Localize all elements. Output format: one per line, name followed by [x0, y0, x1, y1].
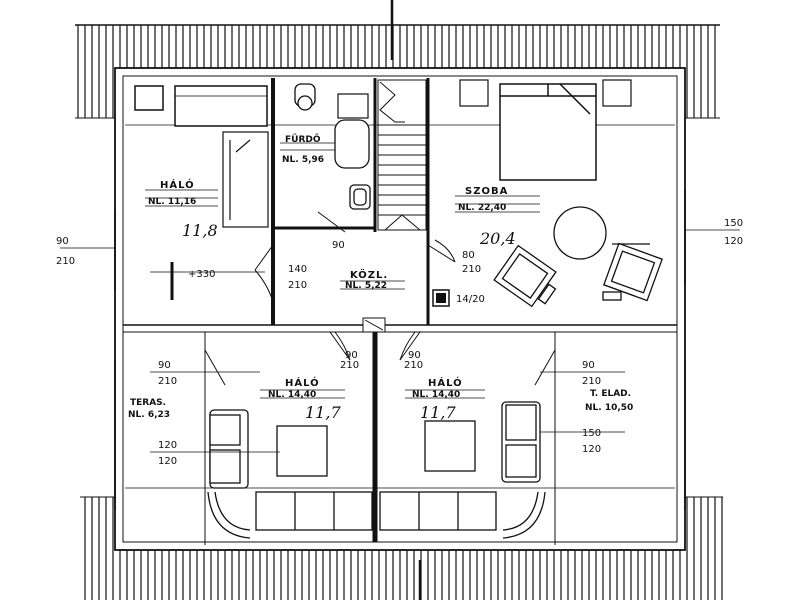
dim-szoba-door-top: 80 — [462, 250, 475, 261]
outer-wall-inner — [122, 75, 678, 543]
dim-right-edge-bottom: 120 — [724, 236, 743, 247]
table-and-armchairs — [493, 206, 663, 308]
room-name-halo-se: HÁLÓ — [428, 376, 463, 389]
dim-sw-window2-bottom: 120 — [158, 456, 177, 467]
dim-left-edge-top: 90 — [56, 236, 69, 247]
room-area-szoba: NL. 22,40 — [458, 203, 506, 213]
dim-door-top: 90 — [332, 240, 345, 251]
nw-furniture — [222, 131, 269, 228]
interior-walls — [123, 78, 677, 545]
building-interior — [115, 68, 685, 550]
dim-szoba-door-bottom: 210 — [462, 264, 481, 275]
room-name-kozl: KÖZL. — [350, 267, 388, 281]
room-area-t-elad: NL. 10,50 — [585, 403, 633, 413]
dim-210-left: 210 — [340, 360, 359, 371]
room-name-terasz: TERAS. — [130, 398, 166, 408]
dim-chimney: 14/20 — [456, 294, 485, 305]
dim-left-edge-bottom: 210 — [56, 256, 75, 267]
dim-se-window-top: 90 — [582, 360, 595, 371]
room-name-halo-nw: HÁLÓ — [160, 178, 195, 191]
leader-lines — [60, 229, 740, 453]
dim-door-mid-left: 90 — [345, 350, 358, 361]
door-swings — [204, 211, 556, 386]
room-hand-szoba: 20,4 — [479, 229, 516, 248]
roof-windows-north — [134, 79, 632, 127]
edge-markers — [114, 190, 686, 510]
room-name-furdo: FÜRDŐ — [285, 134, 321, 145]
room-hand-halo-nw: 11,8 — [182, 221, 218, 240]
room-label-lines — [145, 142, 540, 399]
outer-wall — [114, 67, 686, 551]
room-hand-halo-se: 11,7 — [420, 403, 456, 422]
sw-furniture — [207, 409, 373, 539]
dim-corridor-door-bottom: 210 — [288, 280, 307, 291]
room-area-halo-nw: NL. 11,16 — [148, 197, 196, 207]
dim-se-window-bottom: 210 — [582, 376, 601, 387]
dim-right-edge-top: 150 — [724, 218, 743, 229]
room-area-furdo: NL. 5,96 — [282, 155, 324, 165]
dim-se-window2-top: 150 — [582, 428, 601, 439]
se-furniture — [379, 401, 546, 539]
double-bed — [499, 83, 597, 181]
bathroom-fixtures — [294, 83, 371, 210]
dim-sw-window-top: 90 — [158, 360, 171, 371]
dim-door-mid-right: 90 — [408, 350, 421, 361]
room-hand-halo-sw: 11,7 — [305, 403, 341, 422]
dim-sw-window-bottom: 210 — [158, 376, 177, 387]
room-area-halo-sw: NL. 14,40 — [268, 390, 316, 400]
dim-level: +330 — [188, 269, 215, 280]
room-area-terasz: NL. 6,23 — [128, 410, 170, 420]
staircase — [377, 79, 427, 231]
dim-210-right: 210 — [404, 360, 423, 371]
room-name-halo-sw: HÁLÓ — [285, 376, 320, 389]
room-name-t-elad: T. ELAD. — [590, 389, 631, 399]
dim-sw-window2-top: 120 — [158, 440, 177, 451]
room-area-halo-se: NL. 14,40 — [412, 390, 460, 400]
room-area-kozl: NL. 5,22 — [345, 281, 387, 291]
room-name-szoba: SZOBA — [465, 186, 508, 197]
dim-corridor-door-top: 140 — [288, 264, 307, 275]
chimney — [432, 289, 450, 307]
dim-se-window2-bottom: 120 — [582, 444, 601, 455]
